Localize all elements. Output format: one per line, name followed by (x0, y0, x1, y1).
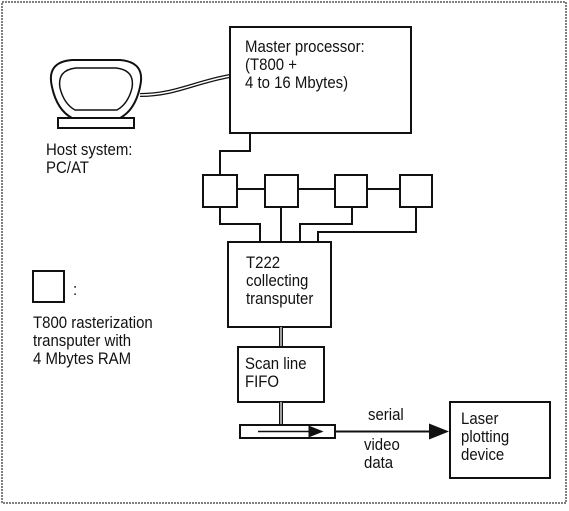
legend-colon: : (73, 281, 77, 299)
video-data-label: video data (364, 436, 400, 472)
serial-label: serial (368, 406, 404, 424)
master-processor-label: Master processor: (T800 + 4 to 16 Mbytes… (245, 38, 365, 92)
collector-link (220, 207, 260, 242)
legend-transputer-symbol (33, 271, 64, 302)
laser-plotter-label: Laser plotting device (461, 410, 509, 464)
collector-link (300, 207, 352, 242)
host-system-label: Host system: PC/AT (46, 141, 132, 177)
master-bus-link (220, 133, 250, 175)
legend-label: T800 rasterization transputer with 4 Mby… (33, 314, 153, 368)
scan-line-fifo-label: Scan line FIFO (245, 355, 307, 391)
host-computer-icon (51, 60, 141, 128)
transputer-box-3 (335, 175, 367, 207)
transputer-box-4 (400, 175, 432, 207)
transputer-box-1 (203, 175, 237, 207)
collecting-transputer-label: T222 collecting transputer (246, 254, 313, 308)
transputer-box-2 (265, 175, 298, 207)
